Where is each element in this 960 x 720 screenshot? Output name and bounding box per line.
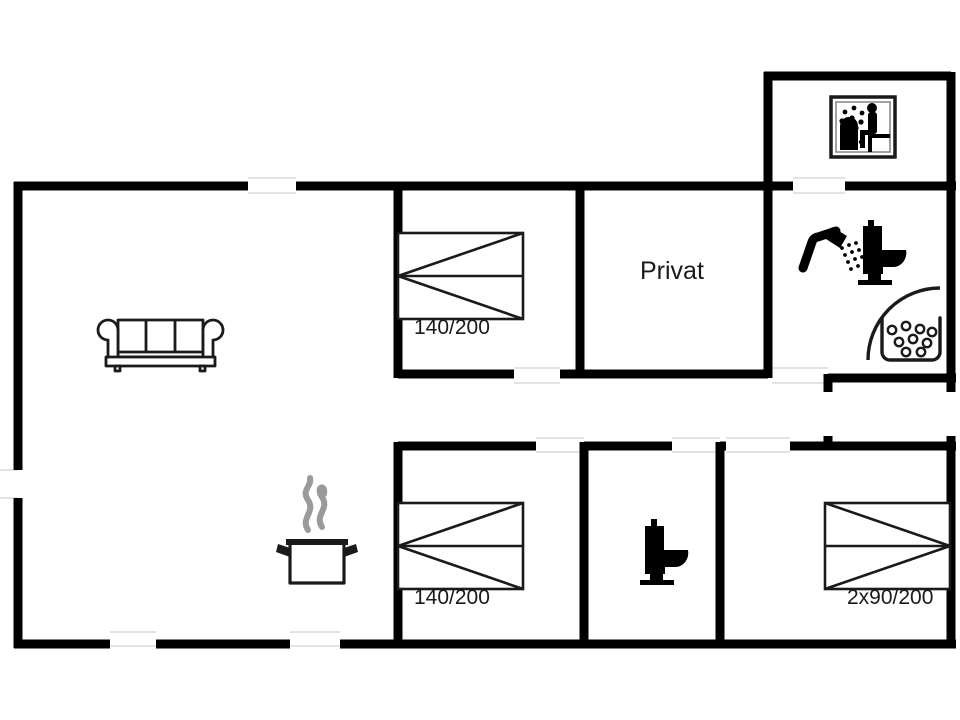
basin-bubbles	[886, 320, 938, 358]
sofa-icon	[96, 318, 225, 373]
steam-icon	[302, 475, 328, 533]
toilet-icon	[640, 519, 689, 585]
window-hint-lines	[0, 177, 845, 647]
sauna-icon	[829, 95, 897, 159]
room-label-privat: Privat	[640, 257, 704, 285]
bed-icon	[823, 501, 952, 591]
bed-icon	[396, 231, 525, 321]
door-swing-arc	[866, 286, 941, 361]
cooking-pot-icon	[276, 475, 358, 585]
bed-size-label-bottom-right: 2x90/200	[847, 586, 934, 609]
bed-size-label-top: 140/200	[414, 316, 490, 339]
walls	[13, 71, 956, 649]
wash-basin-icon	[880, 316, 942, 362]
toilet-icon	[858, 220, 907, 285]
bed-icon	[396, 501, 525, 591]
sauna-stove-icon	[840, 117, 858, 150]
bed-size-label-bottom-left: 140/200	[414, 586, 490, 609]
sauna-steam-dots	[839, 105, 866, 145]
